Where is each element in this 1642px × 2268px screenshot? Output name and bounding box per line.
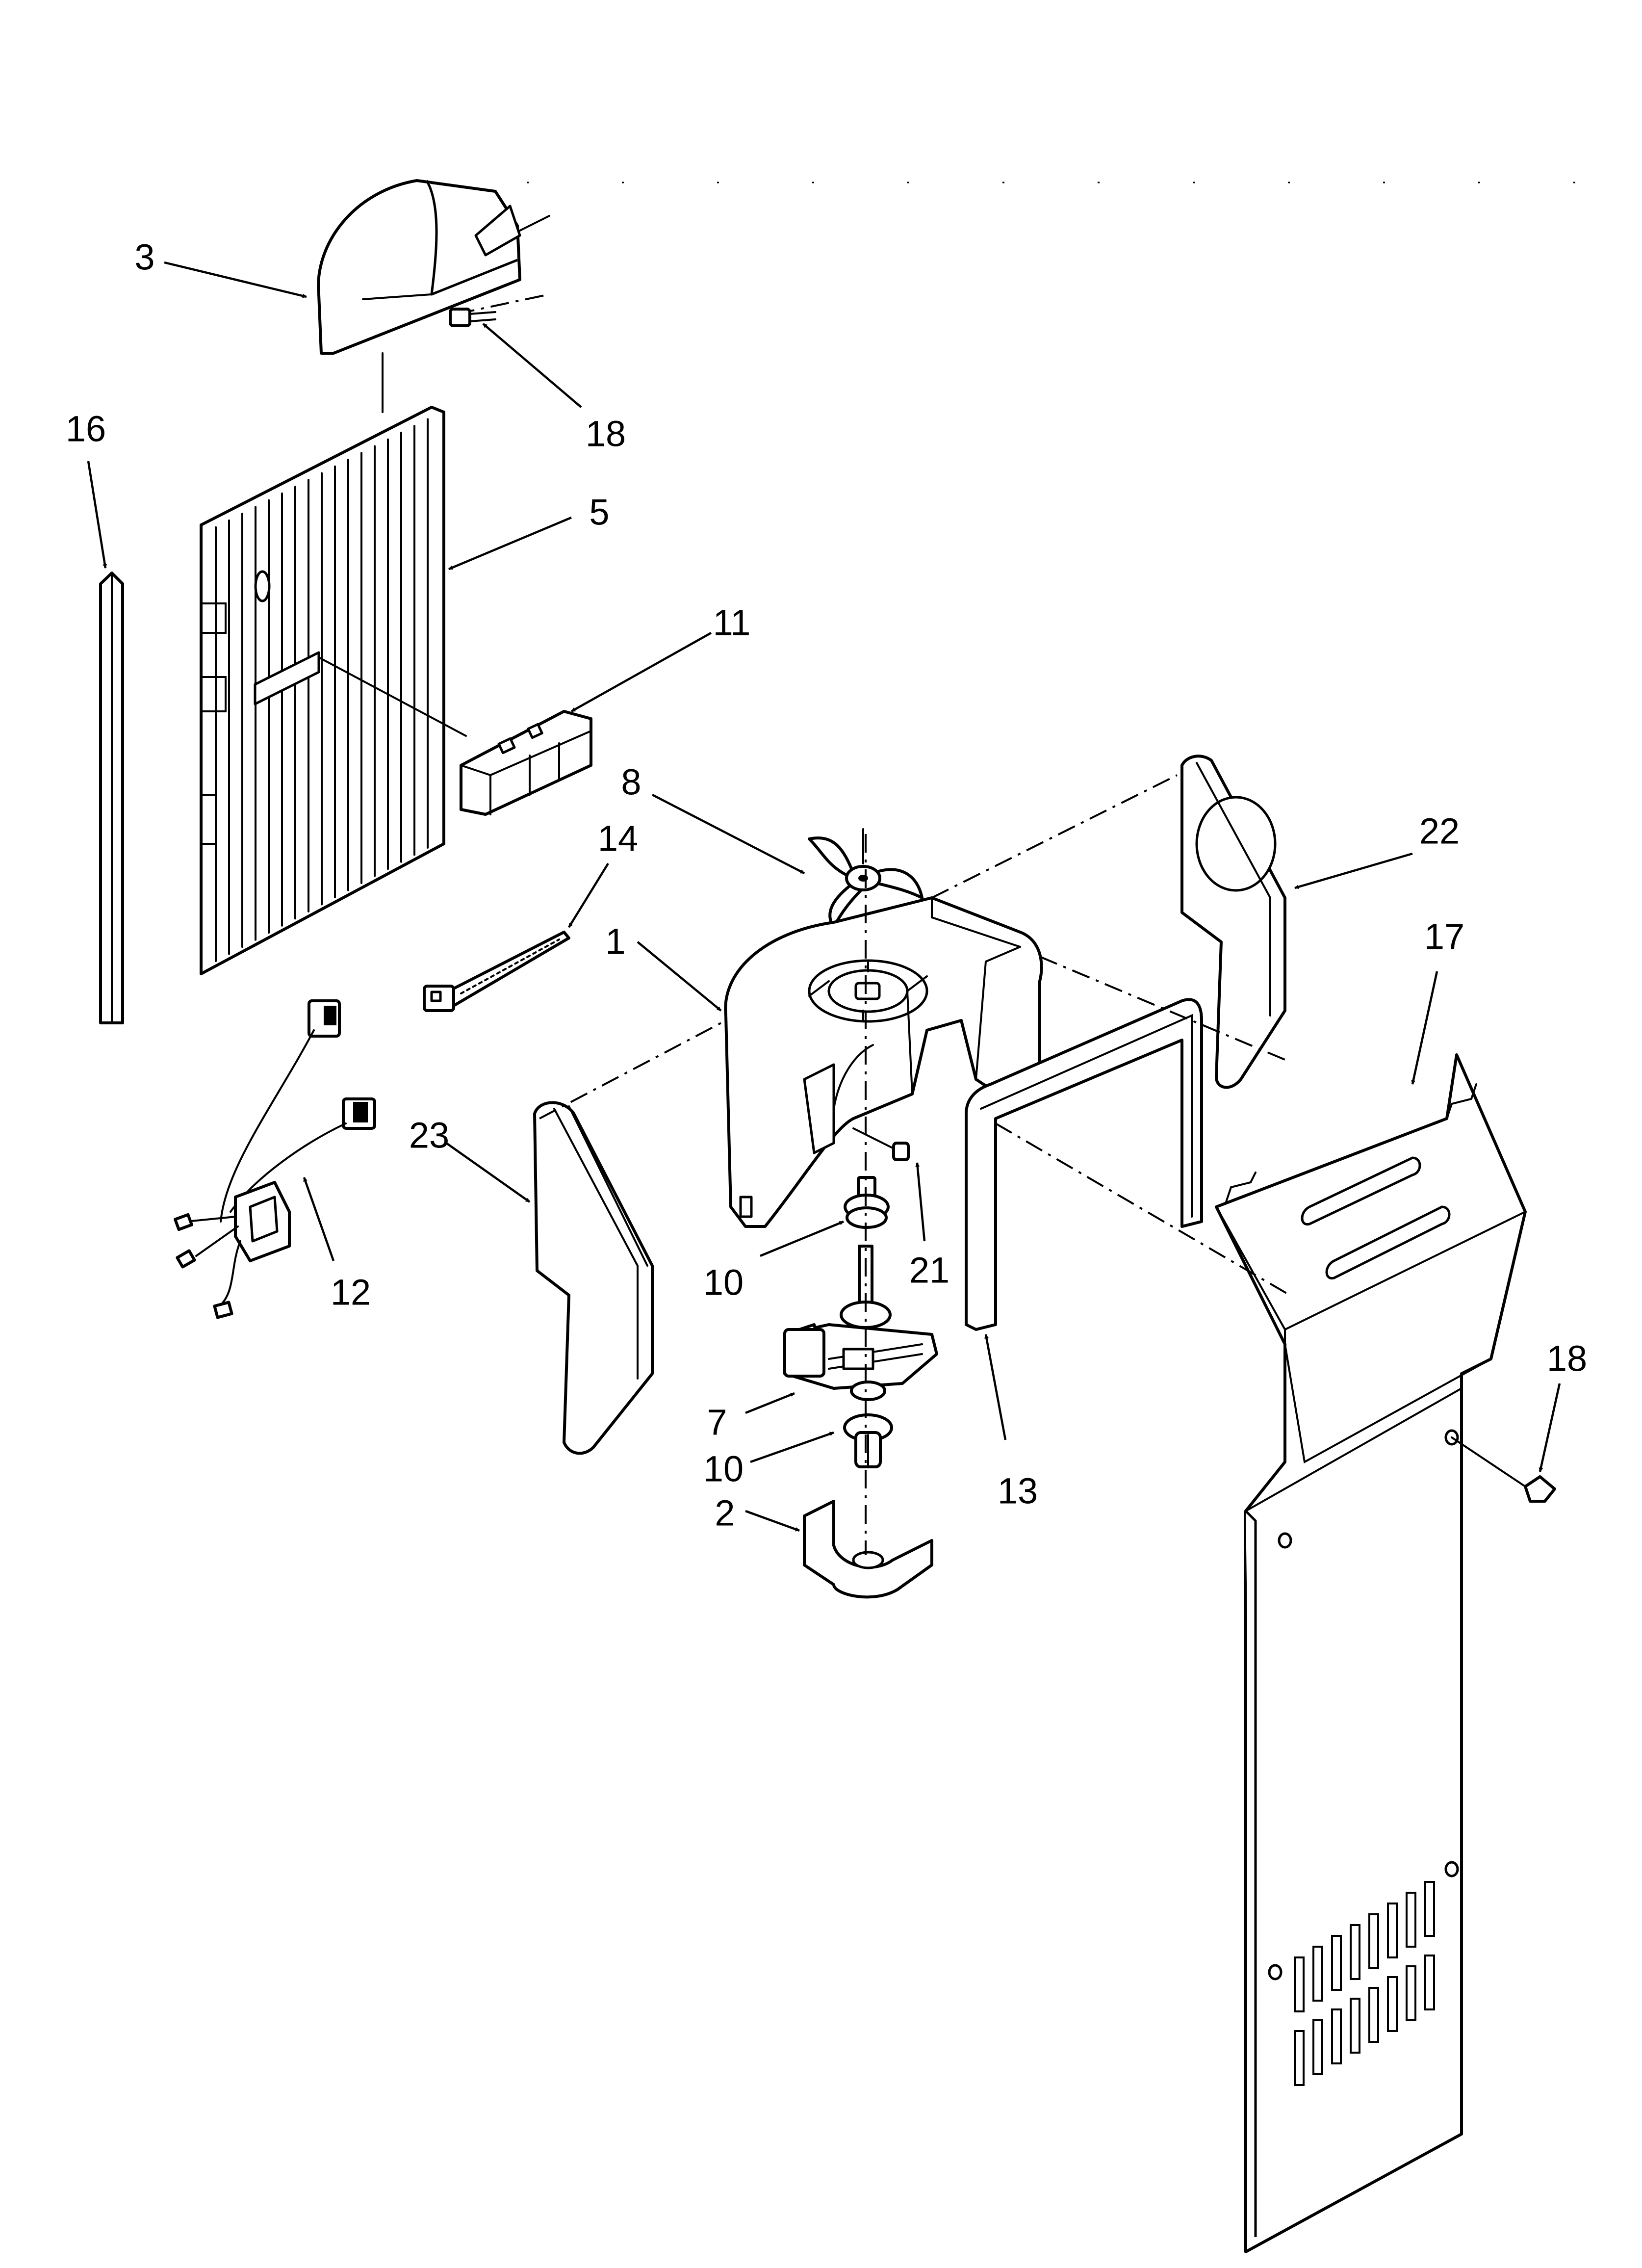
part-10-grommet-lower (843, 1413, 893, 1468)
callout-18-right: 18 (1547, 1338, 1587, 1379)
vent-slot (1294, 2030, 1305, 2086)
callout-7: 7 (707, 1402, 727, 1443)
part-14-cable-tie (423, 931, 570, 1012)
part-12-wire-harness (174, 999, 376, 1319)
part-18-screw-top (449, 308, 496, 327)
callout-10-upper: 10 (703, 1262, 744, 1303)
vent-slot (1294, 1956, 1305, 2012)
callout-14: 14 (598, 818, 638, 859)
callout-3: 3 (134, 237, 154, 278)
part-7-fan-motor (783, 1245, 938, 1401)
vent-slot (1368, 1913, 1379, 1969)
vent-slot (1331, 1935, 1342, 1991)
grille-ribs (215, 418, 429, 962)
callout-17: 17 (1424, 916, 1464, 957)
vent-slot (1312, 1946, 1323, 2002)
part-23-duct-panel-left (533, 1101, 654, 1455)
vent-slot (1368, 1987, 1379, 2043)
part-2-motor-bracket (803, 1500, 933, 1599)
callout-11: 11 (713, 602, 751, 643)
part-18-screw-right (1451, 1436, 1556, 1503)
part-10-grommet-upper (844, 1176, 890, 1229)
callout-18-top: 18 (586, 414, 626, 454)
callout-2: 2 (715, 1493, 735, 1534)
leader-arrows (87, 261, 1561, 1532)
callout-13: 13 (998, 1471, 1038, 1512)
callout-16: 16 (66, 409, 106, 449)
part-16-trim-strip (99, 572, 124, 1024)
callout-5: 5 (589, 492, 609, 533)
vent-slot (1312, 2019, 1323, 2075)
callout-22: 22 (1419, 811, 1460, 852)
callout-21: 21 (909, 1250, 949, 1291)
part-3-air-duct-cover (317, 179, 550, 413)
callout-23: 23 (409, 1115, 449, 1156)
vent-slot (1387, 1903, 1398, 1958)
callout-8: 8 (621, 762, 641, 803)
callout-labels: 3 18 16 5 11 8 14 1 22 17 23 12 10 21 7 … (66, 237, 1587, 1534)
vent-slot (1424, 1881, 1435, 1937)
vent-slot (1387, 1976, 1398, 2032)
callout-1: 1 (605, 921, 625, 962)
callout-12: 12 (331, 1272, 371, 1313)
vent-slots (1294, 1881, 1435, 2086)
vent-slot (1350, 1998, 1360, 2054)
callout-10-lower: 10 (703, 1449, 744, 1489)
part-1-fan-housing (724, 896, 1043, 1228)
vent-slot (1331, 2008, 1342, 2064)
vent-slot (1406, 1965, 1416, 2021)
vent-slot (1350, 1924, 1360, 1980)
part-21-screw (852, 1127, 910, 1161)
part-5-evaporator-grille (200, 406, 467, 975)
vent-slot (1424, 1955, 1435, 2010)
part-22-duct-panel-right (1180, 755, 1286, 1089)
assembly-lines (539, 774, 1291, 1296)
part-17-air-duct-cover (1215, 1053, 1527, 2253)
part-11-control-housing (460, 710, 592, 816)
vent-slot (1406, 1892, 1416, 1948)
part-13-duct-seal (965, 998, 1203, 1331)
